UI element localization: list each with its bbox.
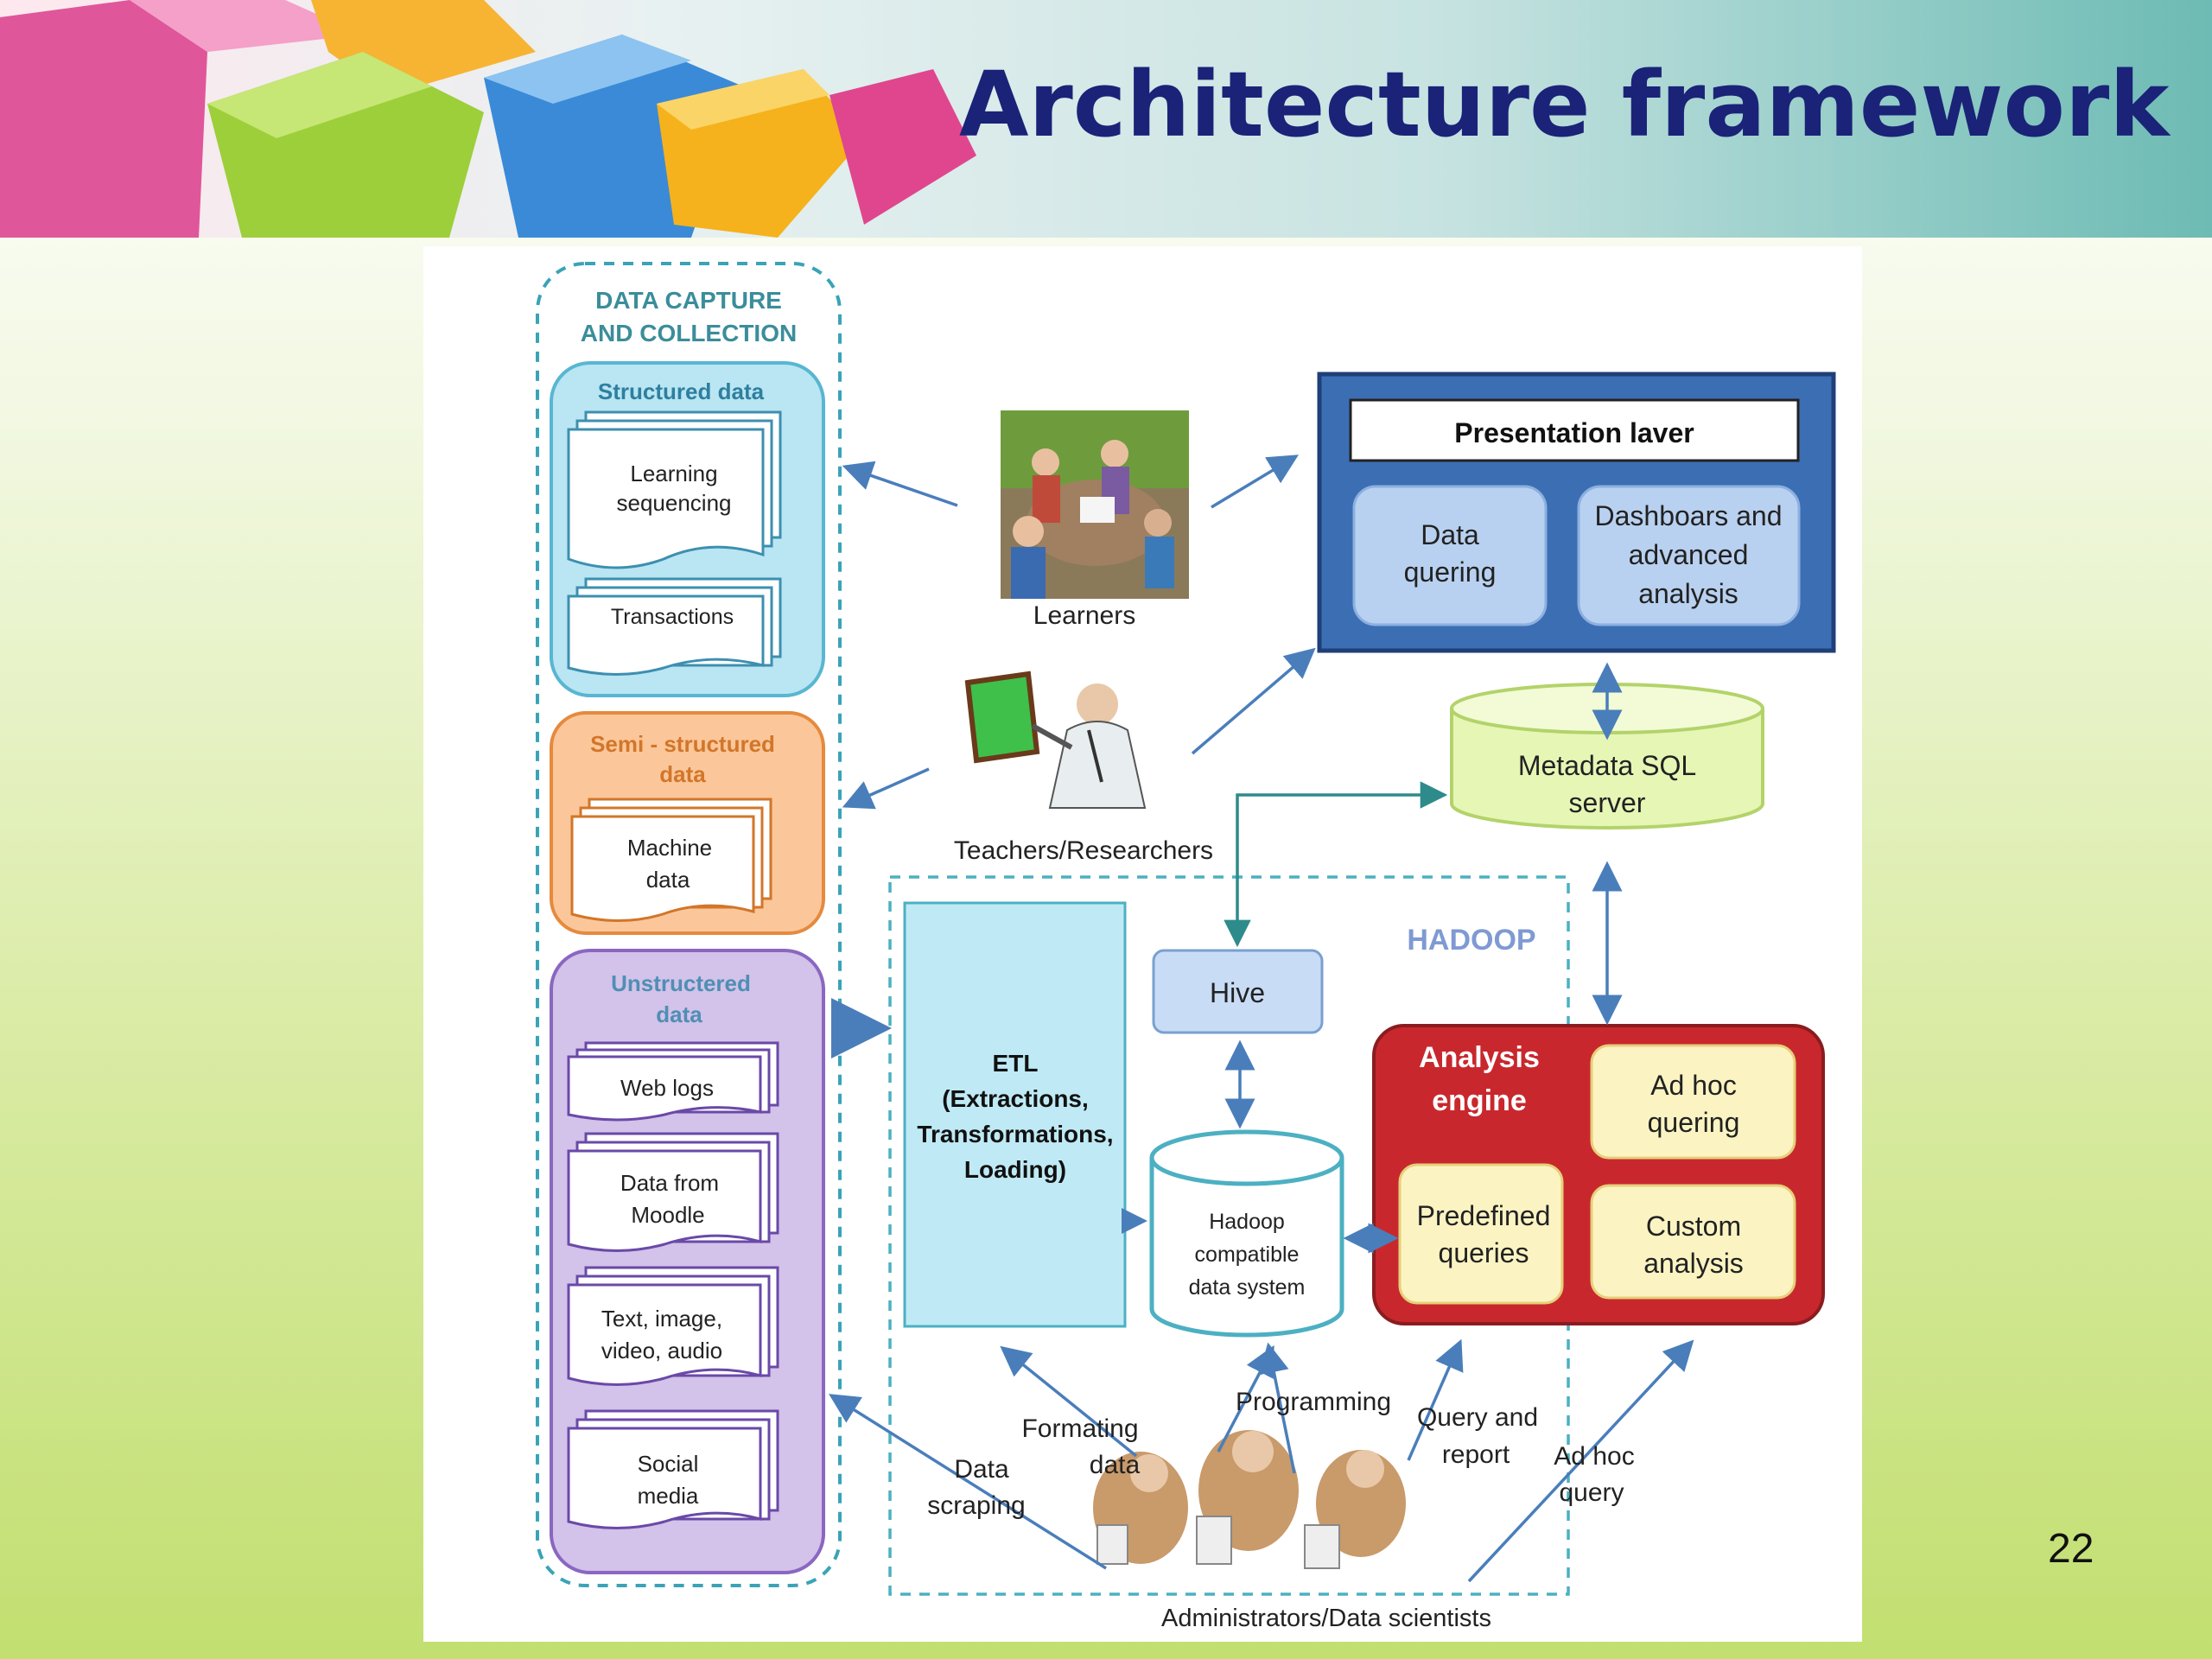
teacher-illustration [964, 671, 1147, 809]
structured-data-group: Structured data Learning sequencing Tran… [550, 361, 825, 697]
doc-learning-1: Learning [630, 461, 717, 486]
arrow-adhoc-query [1467, 1339, 1694, 1583]
doc-web-logs-label: Web logs [620, 1075, 714, 1101]
doc-social-1: Social [638, 1451, 699, 1477]
etl-1: ETL [993, 1050, 1039, 1077]
hdfs-1: Hadoop [1209, 1210, 1285, 1234]
unstructured-group: Unstructered data Web logs Data from Moo… [550, 949, 825, 1574]
etl-4: Loading) [964, 1156, 1066, 1183]
learners-illustration [1001, 410, 1189, 599]
dashboards-box [1577, 485, 1801, 626]
metadata-2: server [1569, 787, 1646, 818]
arrow-teachers-to-semi [842, 767, 930, 810]
unstructured-title-1: Unstructered [611, 970, 751, 996]
doc-web-logs [567, 1055, 762, 1122]
hdfs-3: data system [1189, 1275, 1306, 1300]
custom-2: analysis [1643, 1248, 1744, 1279]
data-quering-box [1352, 485, 1548, 626]
doc-text-image-2: video, audio [601, 1338, 722, 1363]
hive-label: Hive [1210, 977, 1265, 1008]
arrow-learners-to-presentation [1211, 454, 1299, 509]
arrow-query-report [1407, 1338, 1464, 1461]
arrow-programming-2 [1259, 1342, 1296, 1474]
dashboards-2: advanced [1629, 539, 1749, 570]
doc-text-image-1: Text, image, [601, 1306, 722, 1332]
flow-formating-1: Formating [1021, 1414, 1138, 1443]
decorative-cubes [0, 0, 976, 238]
capture-heading-1: DATA CAPTURE [595, 287, 782, 314]
doc-transactions [567, 594, 765, 676]
metadata-1: Metadata SQL [1518, 750, 1696, 781]
predefined-1: Predefined [1417, 1200, 1551, 1231]
analysis-engine: Analysis engine Ad hoc quering Predefine… [1372, 1024, 1825, 1325]
page-number: 22 [2048, 1526, 2094, 1572]
custom-analysis-box [1590, 1184, 1796, 1300]
administrators-illustration [1093, 1430, 1406, 1569]
arrow-data-scraping [829, 1394, 1107, 1570]
hadoop-data-system: Hadoop compatible data system [1149, 1129, 1344, 1338]
custom-1: Custom [1646, 1211, 1741, 1242]
data-quering-1: Data [1421, 519, 1479, 550]
capture-heading-2: AND COLLECTION [581, 320, 797, 346]
etl-box [903, 901, 1127, 1328]
hive-box [1152, 949, 1324, 1034]
actor-teachers: Teachers/Researchers [954, 836, 1213, 865]
hdfs-2: compatible [1195, 1243, 1300, 1267]
dashboards-3: analysis [1638, 578, 1738, 609]
architecture-diagram: DATA CAPTURE AND COLLECTION Structured d… [423, 246, 1862, 1642]
doc-social-media [567, 1427, 762, 1529]
doc-moodle-1: Data from [620, 1170, 719, 1196]
analysis-title-2: engine [1432, 1084, 1527, 1117]
doc-moodle [567, 1149, 762, 1252]
semi-title-2: data [659, 761, 706, 787]
arrow-metadata-hive [1224, 781, 1448, 948]
adhoc-quering-1: Ad hoc [1650, 1070, 1737, 1101]
slide-banner [0, 0, 2212, 238]
doc-social-2: media [638, 1483, 699, 1509]
predefined-queries-box [1398, 1163, 1564, 1305]
flow-adhoc-2: query [1559, 1478, 1624, 1507]
flow-formating-2: data [1090, 1451, 1141, 1479]
arrow-formating-data [1000, 1345, 1138, 1458]
flow-query-1: Query and [1417, 1403, 1538, 1432]
doc-moodle-2: Moodle [631, 1202, 704, 1228]
capture-container [536, 262, 842, 1587]
presentation-layer: Presentation laver Data quering Dashboar… [1317, 372, 1836, 653]
unstructured-title-2: data [656, 1001, 702, 1027]
doc-machine-data [570, 815, 755, 922]
analysis-title-1: Analysis [1419, 1041, 1540, 1074]
data-quering-2: quering [1404, 556, 1497, 588]
adhoc-quering-2: quering [1648, 1107, 1740, 1138]
etl-2: (Extractions, [942, 1085, 1089, 1112]
doc-text-image [567, 1283, 762, 1386]
adhoc-quering-box [1590, 1044, 1796, 1160]
slide-title: Architecture framework [959, 52, 2170, 157]
doc-machine-2: data [646, 867, 690, 893]
doc-learning-2: sequencing [617, 490, 732, 516]
semi-structured-group: Semi - structured data Machine data [550, 711, 825, 935]
structured-title: Structured data [598, 378, 765, 404]
arrow-teachers-to-presentation [1191, 647, 1316, 755]
flow-query-2: report [1442, 1440, 1510, 1469]
arrow-learners-to-structured [842, 461, 958, 507]
actor-administrators: Administrators/Data scientists [1161, 1605, 1491, 1632]
semi-title-1: Semi - structured [590, 731, 775, 757]
presentation-title: Presentation laver [1454, 417, 1694, 448]
flow-scraping-1: Data [954, 1455, 1009, 1484]
predefined-2: queries [1439, 1237, 1529, 1268]
flow-scraping-2: scraping [927, 1491, 1025, 1520]
dashboards-1: Dashboars and [1594, 500, 1782, 531]
doc-learning-sequencing [567, 428, 765, 569]
flow-adhoc-1: Ad hoc [1554, 1442, 1634, 1471]
hadoop-label: HADOOP [1407, 924, 1535, 957]
flow-programming: Programming [1236, 1388, 1391, 1416]
diagram-canvas: DATA CAPTURE AND COLLECTION Structured d… [536, 262, 1836, 1632]
actor-learners: Learners [1033, 601, 1135, 630]
doc-machine-1: Machine [627, 835, 712, 861]
doc-transactions-label: Transactions [611, 605, 734, 629]
etl-3: Transformations, [917, 1121, 1113, 1147]
